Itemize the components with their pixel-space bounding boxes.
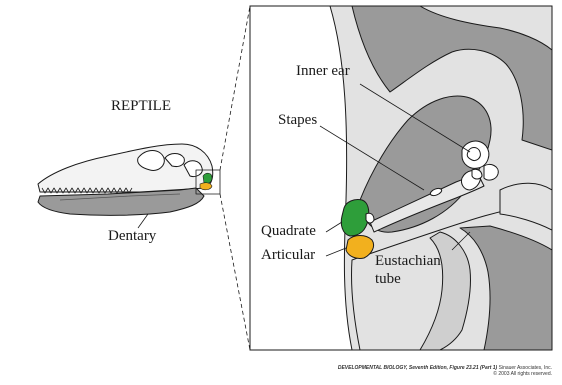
label-eustachian-tube: Eustachian tube	[375, 252, 441, 288]
caption-title: DEVELOPMENTAL BIOLOGY, Seventh Edition, …	[338, 365, 497, 371]
label-dentary: Dentary	[108, 228, 156, 245]
magnified-panel	[250, 6, 552, 350]
zoom-line-top	[220, 6, 250, 170]
label-quadrate: Quadrate	[261, 223, 316, 240]
label-inner-ear: Inner ear	[296, 63, 350, 80]
skull-articular-small	[200, 183, 212, 190]
label-stapes: Stapes	[278, 112, 317, 129]
reptile-skull	[38, 144, 220, 228]
caption-rights: © 2003 All rights reserved.	[338, 371, 552, 377]
label-articular: Articular	[261, 247, 315, 264]
zoom-line-bottom	[220, 194, 250, 350]
label-reptile: REPTILE	[111, 98, 171, 115]
figure-caption: DEVELOPMENTAL BIOLOGY, Seventh Edition, …	[338, 365, 552, 377]
skull-quadrate-small	[203, 173, 212, 183]
